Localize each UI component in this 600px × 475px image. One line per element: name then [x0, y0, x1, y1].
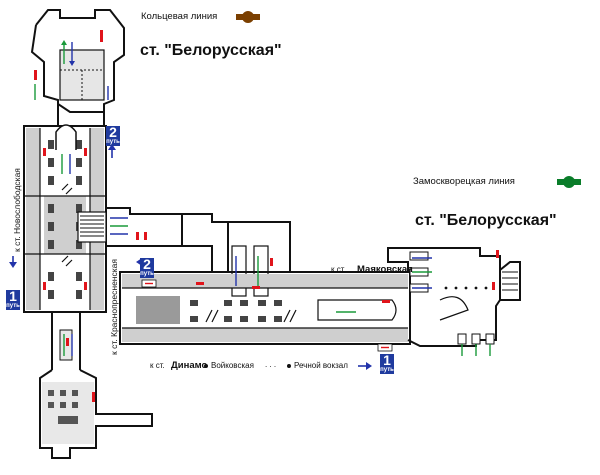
zam-direction-voykovskaya: Войковская: [211, 361, 254, 370]
zam-track-1-number: 1: [383, 352, 391, 368]
zam-direction-dots: . . .: [265, 360, 277, 369]
zam-pylons: [190, 300, 282, 322]
ring-track-2-caption: путь: [106, 139, 120, 145]
zam-track-2-badge: 2 путь: [140, 256, 154, 278]
direction-arrows: [34, 40, 491, 356]
zam-track-2-caption: путь: [140, 271, 154, 277]
zam-legend-label: Замоскворецкая линия: [413, 176, 515, 187]
ring-pylons: [48, 140, 82, 299]
ring-track-2-badge: 2 путь: [106, 124, 120, 146]
ring-upper-vestibule: [30, 9, 125, 113]
ring-track-1-badge: 1 путь: [6, 288, 20, 310]
zam-track-1-badge: 1 путь: [380, 352, 394, 374]
ring-direction-krasnopresnenskaya: к ст. Краснопресненская: [109, 259, 119, 355]
ring-legend-label: Кольцевая линия: [141, 11, 218, 22]
zam-direction-rechnoy: Речной вокзал: [294, 361, 348, 370]
zam-hall: [119, 271, 411, 345]
zam-track-2-number: 2: [143, 256, 151, 272]
ring-track-2-number: 2: [109, 124, 117, 140]
ring-track-1-caption: путь: [6, 303, 20, 309]
zam-direction-mayakovskaya-prefix: к ст.: [331, 265, 346, 274]
ring-line-symbol: [236, 11, 260, 23]
zam-line-symbol: [557, 176, 581, 188]
ring-direction-novoslobodskaya: к ст. Новослободская: [12, 168, 22, 252]
zam-direction-dinamo-prefix: к ст.: [150, 361, 165, 370]
ring-station-name: ст. "Белорусская": [140, 42, 282, 59]
zam-direction-mayakovskaya: Маяковская: [357, 264, 413, 275]
ring-track-1-number: 1: [9, 288, 17, 304]
zam-direction-dinamo: Динамо: [171, 360, 208, 371]
zam-station-name: ст. "Белорусская": [415, 212, 557, 229]
zam-track-1-caption: путь: [380, 367, 394, 373]
exit-marks: [34, 30, 499, 402]
